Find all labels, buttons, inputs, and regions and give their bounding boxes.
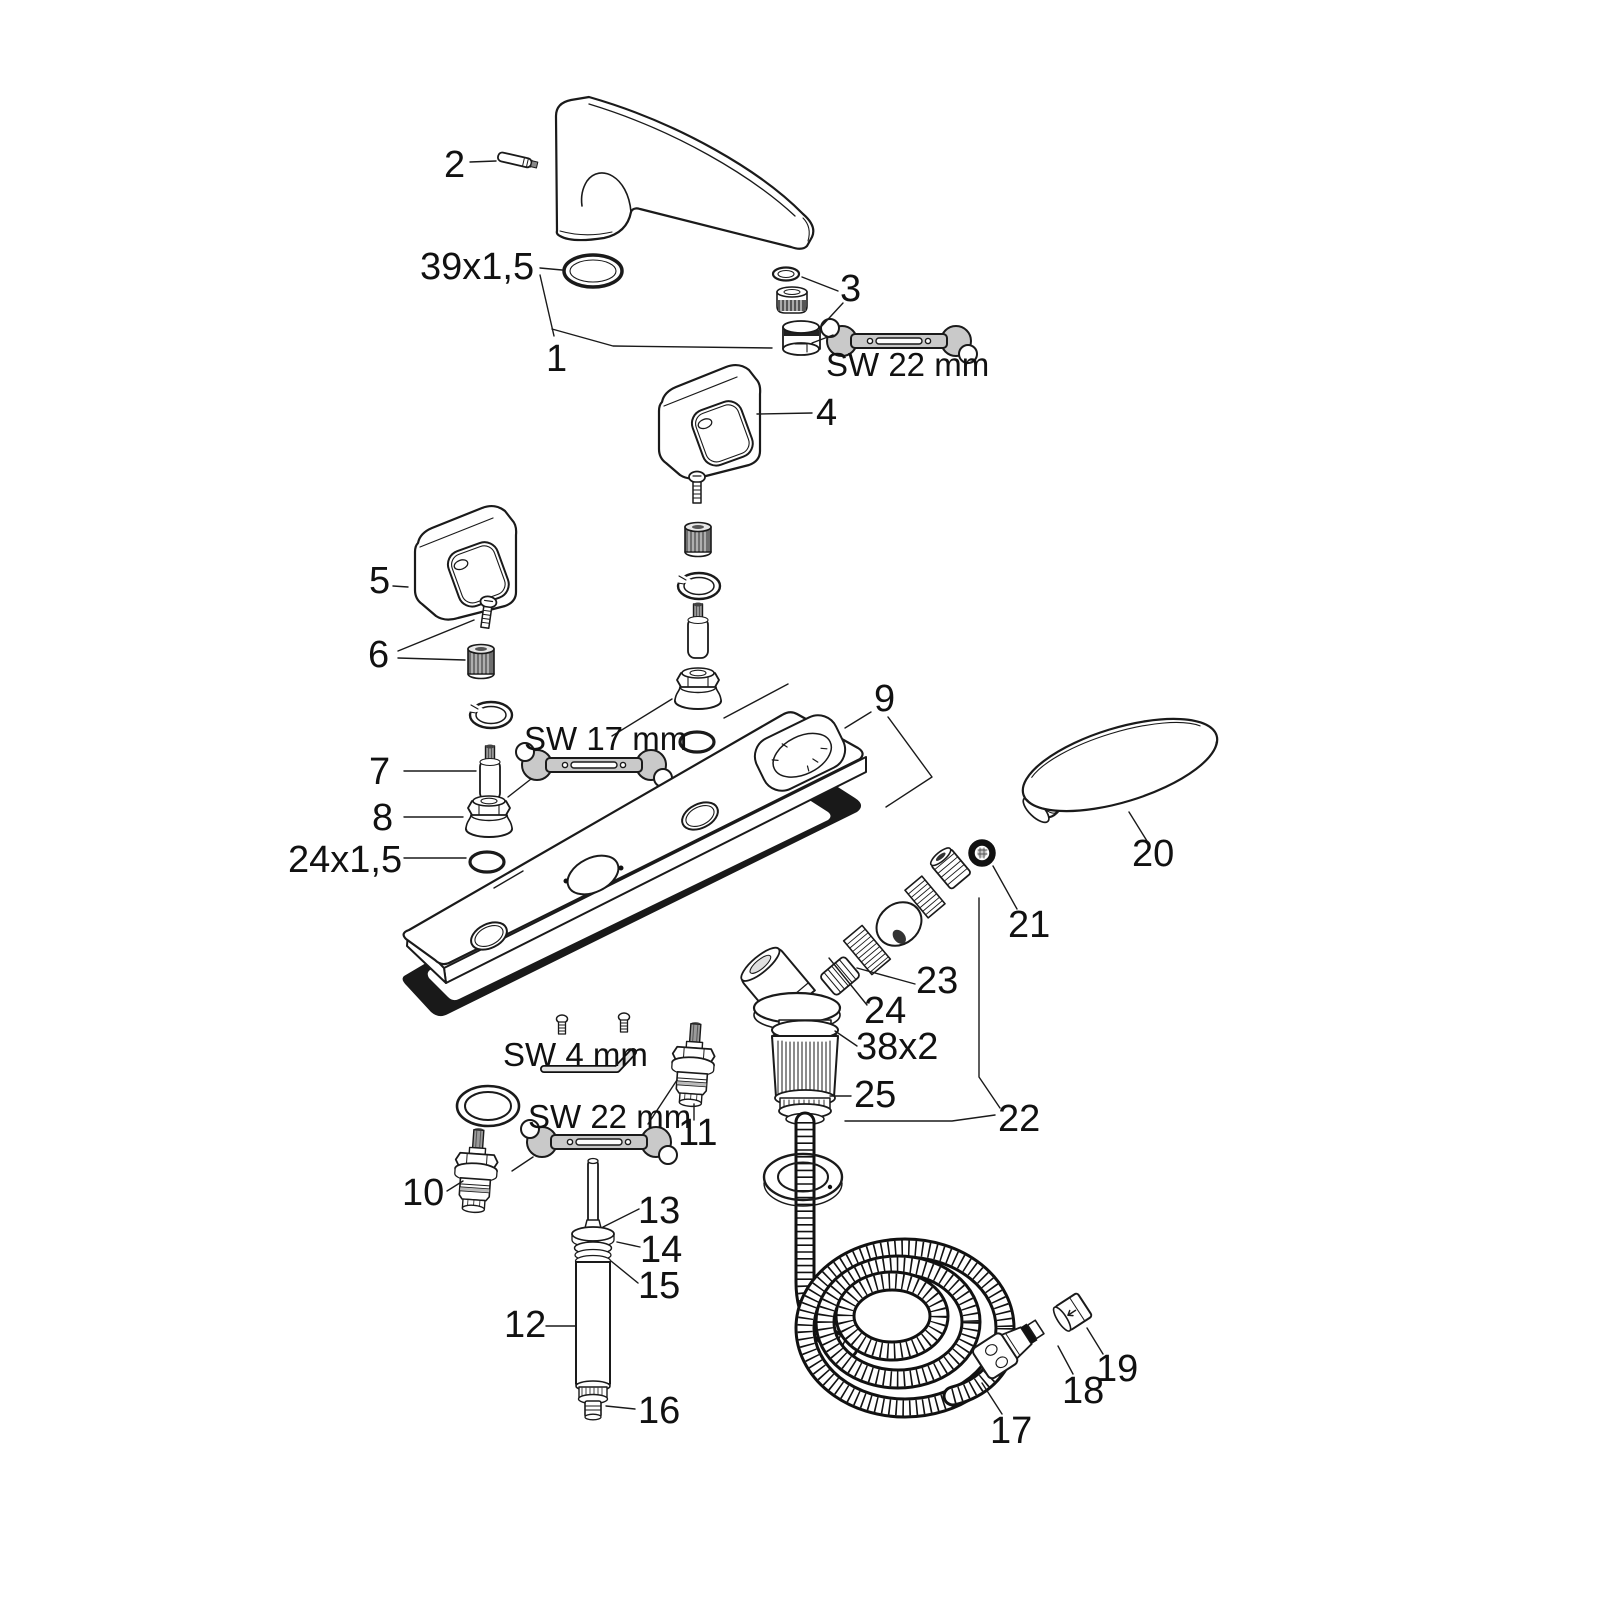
stem-a-drawing [687, 601, 709, 659]
tool-label-wrench-22-top: SW 22 mm [826, 346, 990, 383]
oring-21-drawing [968, 839, 996, 867]
snap-ring-b-drawing [463, 697, 514, 730]
pin-screw-drawing [497, 151, 539, 169]
part-label-20: 20 [1132, 833, 1175, 875]
part-label-4: 4 [816, 392, 838, 434]
washer-ring-drawing [455, 1084, 521, 1128]
part-label-23: 23 [916, 960, 959, 1002]
oring-24x15-drawing [468, 850, 506, 874]
diverter-assembly-drawing [740, 847, 971, 1126]
part-label-12: 12 [504, 1304, 547, 1346]
handle-4-drawing [657, 363, 762, 480]
aerator-assembly-drawing [771, 266, 821, 356]
part-label-1: 1 [546, 338, 568, 380]
spout-drawing [554, 95, 815, 250]
part-label-22: 22 [998, 1098, 1041, 1140]
part-label-10: 10 [402, 1172, 445, 1214]
grub-screw-left-drawing [555, 1014, 569, 1035]
part-label-5: 5 [369, 560, 391, 602]
part-label-13: 13 [638, 1190, 681, 1232]
part-label-19: 19 [1096, 1348, 1139, 1390]
diverter-pipe-drawing [571, 1157, 615, 1421]
dim-label-diverter-oring: 38x2 [856, 1026, 939, 1068]
escutcheon-ring-drawing [762, 1152, 844, 1207]
hand-shower-drawing [1021, 717, 1219, 824]
handle-5-drawing [413, 504, 518, 621]
hex-key-drawing [540, 1048, 637, 1073]
handle-screw-a-drawing [688, 470, 706, 504]
spline-adapter-6-drawing [467, 643, 495, 680]
hose-end-fitting-drawing [971, 1319, 1045, 1380]
part-label-9: 9 [874, 678, 896, 720]
part-label-21: 21 [1008, 904, 1051, 946]
snap-ring-a-drawing [671, 568, 722, 601]
part-label-7: 7 [369, 751, 391, 793]
part-label-15: 15 [638, 1265, 681, 1307]
part-label-6: 6 [368, 634, 390, 676]
grub-screw-right-drawing [617, 1012, 631, 1033]
part-label-25: 25 [854, 1074, 897, 1116]
part-label-18: 18 [1062, 1370, 1105, 1412]
tool-label-hex-key: SW 4 mm [503, 1036, 648, 1073]
check-valve-19-drawing [1052, 1292, 1093, 1332]
shower-hose-drawing [794, 1111, 1016, 1419]
dim-label-valve-oring: 24x1,5 [288, 839, 403, 881]
spout-oring-drawing [562, 253, 624, 289]
stem-7-drawing [479, 743, 501, 801]
part-label-14: 14 [640, 1229, 683, 1271]
part-label-8: 8 [372, 797, 394, 839]
part-label-24: 24 [864, 990, 907, 1032]
part-label-3: 3 [840, 268, 862, 310]
cartridge-10-drawing [451, 1125, 501, 1215]
part-label-17: 17 [990, 1410, 1033, 1452]
part-label-2: 2 [444, 144, 466, 186]
dim-label-spout-oring: 39x1,5 [420, 246, 535, 288]
cartridge-11-drawing [668, 1019, 718, 1109]
bonnet-nut-8-drawing [465, 795, 513, 838]
tool-label-wrench-22-bottom: SW 22 mm [528, 1098, 692, 1135]
part-label-11: 11 [678, 1112, 718, 1154]
tool-label-wrench-17: SW 17 mm [524, 720, 688, 757]
spline-adapter-a-drawing [684, 521, 712, 558]
part-label-16: 16 [638, 1390, 681, 1432]
bonnet-nut-a-drawing [674, 667, 722, 710]
leader-lines [392, 160, 1148, 1415]
deck-plate-drawing [402, 711, 867, 984]
